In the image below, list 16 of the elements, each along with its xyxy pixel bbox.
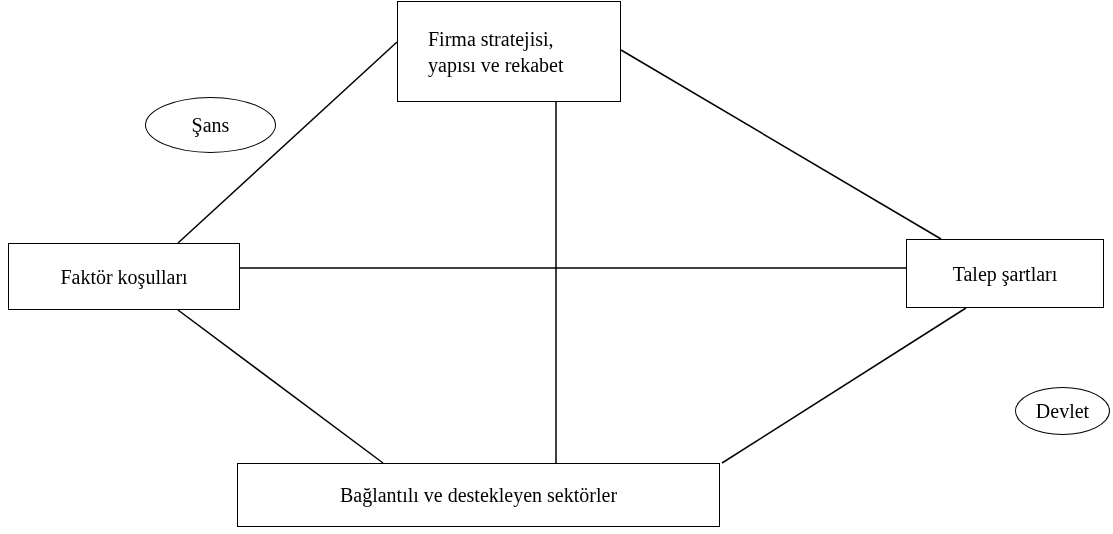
connector-line	[177, 309, 384, 464]
node-label: Faktör koşulları	[60, 264, 188, 290]
factor-box	[397, 1, 621, 102]
node-label: Şans	[191, 113, 230, 138]
connector-line	[177, 41, 398, 244]
factor-box	[237, 463, 720, 527]
factor-box	[8, 243, 240, 310]
node-label: Bağlantılı ve destekleyen sektörler	[339, 483, 618, 508]
connector-line	[721, 307, 967, 464]
connector-line	[239, 267, 907, 269]
node-label: Firma stratejisi, yapısı ve rekabet	[428, 26, 565, 78]
connector-line	[555, 101, 557, 464]
node-label: Devlet	[1035, 399, 1090, 424]
factor-box	[906, 239, 1104, 308]
connector-line	[620, 49, 942, 240]
node-label: Talep şartları	[952, 261, 1058, 287]
